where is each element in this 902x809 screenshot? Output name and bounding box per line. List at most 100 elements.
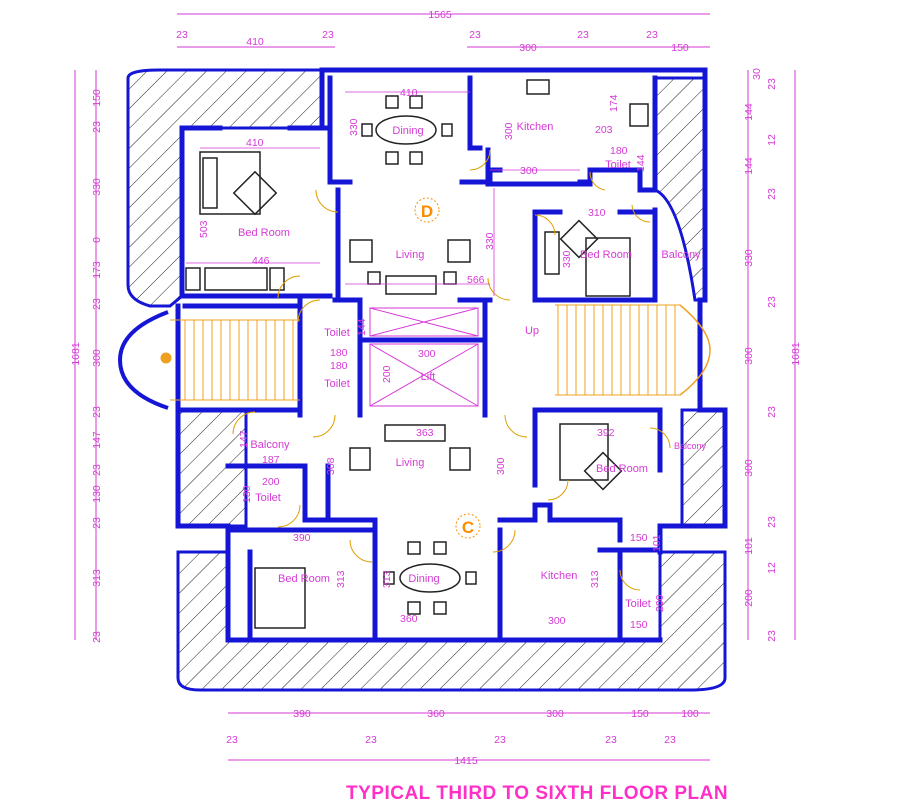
dim-top-segment: 23 [322,29,334,41]
dim-core-180b: 180 [330,360,348,372]
dim-dining-lower-313: 313 [381,570,393,588]
dim-right-segment: 101 [743,537,755,555]
dim-living-upper-566: 566 [467,274,485,286]
dim-left-segment: 23 [91,631,103,643]
room-bedroom-lower-right: Bed Room [596,463,648,475]
dim-right-segment: 144 [743,157,755,175]
dim-kitchen-upper-174: 174 [608,94,620,112]
dim-top-total: 1565 [428,9,452,21]
dim-bottom-segment: 390 [293,708,311,720]
plan-title: TYPICAL THIRD TO SIXTH FLOOR PLAN [346,783,729,804]
room-bedroom-upper-right: Bed Room [580,249,632,261]
dim-right-segment: 23 [766,406,778,418]
lift-shaft [369,307,479,407]
dim-living-lower-308: 308 [325,457,337,475]
room-toilet-upper-right: Toilet [605,159,631,171]
dim-bedroom-lower-left-313: 313 [335,570,347,588]
dim-right-segment: 144 [743,103,755,121]
room-living-lower: Living [396,457,425,469]
dim-toilet-lower-right-150a: 150 [630,532,648,544]
room-dining-lower: Dining [408,573,439,585]
dim-left-segment: 23 [91,464,103,476]
room-living-upper: Living [396,249,425,261]
dim-dining-upper-h: 330 [348,118,360,136]
dim-kitchen-upper-203: 203 [595,124,613,136]
doors [232,149,671,591]
dim-left-segment: 130 [91,485,103,503]
dim-living-lower-363: 363 [416,427,434,439]
inner-dimensions: 410 330 300 300 174 203 180 144 410 503 … [186,87,666,631]
dim-right-segment: 23 [766,296,778,308]
dim-bottom-wall: 23 [365,734,377,746]
unit-d-marker: D [421,202,433,221]
dim-core-144: 144 [356,318,368,336]
dim-core-200: 200 [381,365,393,383]
dim-kitchen-upper-h: 300 [503,122,515,140]
dim-bedroom-upper-left-h: 503 [198,220,210,238]
dim-bottom-segment: 100 [681,708,699,720]
dim-left-segment: 23 [91,406,103,418]
dim-left-segment: 330 [91,178,103,196]
room-bedroom-upper-left: Bed Room [238,227,290,239]
room-lift: Lift [421,371,436,383]
dim-left-segment: 23 [91,121,103,133]
dim-toilet-lower-right-101: 101 [651,534,663,552]
dim-core-180a: 180 [330,347,348,359]
dim-left-segment: 0 [91,237,103,243]
dim-toilet-lower-left-200: 200 [262,476,280,488]
dim-toilet-lower-right-200: 200 [654,594,666,612]
dim-bottom-segment: 360 [427,708,445,720]
walls [175,67,728,643]
hatched-areas [126,68,727,692]
dim-bedroom-upper-right-h: 330 [561,250,573,268]
dim-left-segment: 150 [91,89,103,107]
stair-right [555,304,711,396]
room-labels: Dining Kitchen Bed Room Living Toilet Be… [238,121,706,610]
dim-right-segment: 200 [743,589,755,607]
dim-top-segment: 300 [519,42,537,54]
room-kitchen-lower: Kitchen [541,570,578,582]
dim-dining-upper-w: 410 [400,87,418,99]
dim-right-segment: 12 [766,134,778,146]
room-bedroom-lower-left: Bed Room [278,573,330,585]
dim-bottom-segment: 150 [631,708,649,720]
unit-markers: D C [414,197,481,539]
dim-kitchen-lower-313: 313 [589,570,601,588]
dim-right-segment: 23 [766,630,778,642]
dim-bottom-wall: 23 [226,734,238,746]
dim-top-segment: 410 [246,36,264,48]
dim-left-segment: 23 [91,517,103,529]
dim-right-total: 1681 [790,342,802,366]
dim-left-segment: 313 [91,569,103,587]
dim-balcony-lower-left-147: 147 [238,430,250,448]
room-balcony-lower-left: Balcony [250,439,290,451]
room-balcony-upper-right: Balcony [661,249,701,261]
dim-left-total: 1681 [70,342,82,366]
dim-top-segment: 150 [671,42,689,54]
room-toilet-lower-left: Toilet [255,492,281,504]
stair-left [117,310,300,410]
dim-right-segment: 23 [766,516,778,528]
dim-balcony-lower-left-187: 187 [262,454,280,466]
dim-bottom-segment: 300 [546,708,564,720]
dim-right-segment: 330 [743,249,755,267]
room-toilet-core-1: Toilet [324,327,350,339]
dim-bedroom-lower-left-390: 390 [293,532,311,544]
room-kitchen-upper: Kitchen [517,121,554,133]
dim-kitchen-upper-w: 300 [520,165,538,177]
dim-dining-lower-360: 360 [400,613,418,625]
dim-top-segment: 23 [469,29,481,41]
dim-bedroom-upper-left-w: 410 [246,137,264,149]
dim-bottom-wall: 23 [605,734,617,746]
dim-bottom-total: 1415 [454,755,478,767]
dim-toilet-upper-h: 144 [635,154,647,172]
stair-marker [160,352,172,364]
room-toilet-lower-right: Toilet [625,598,651,610]
dim-left-segment: 23 [91,298,103,310]
dim-right-segment: 30 [751,68,763,80]
outer-dimensions [74,13,796,761]
dim-right-segment: 300 [743,347,755,365]
dim-left-segment: 300 [91,349,103,367]
